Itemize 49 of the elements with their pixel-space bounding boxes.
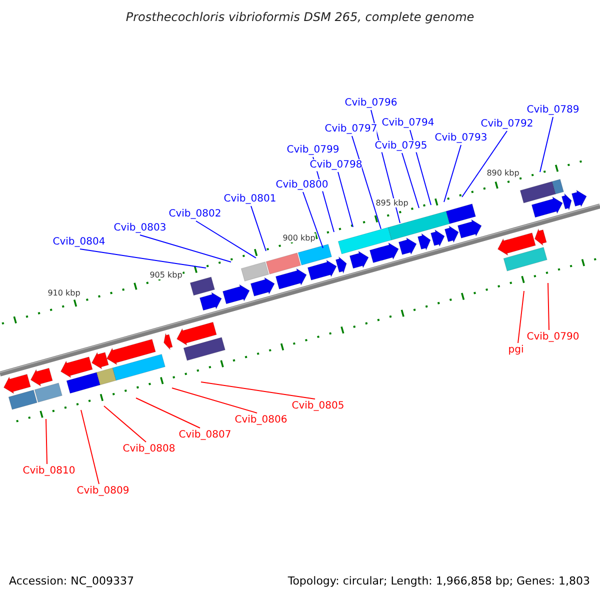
gene-label: Cvib_0796 bbox=[344, 97, 398, 109]
leader-line bbox=[302, 192, 324, 248]
scale-label: 890 kbp bbox=[486, 168, 520, 178]
gene-label: pgi bbox=[508, 344, 524, 356]
gene-label: Cvib_0806 bbox=[234, 414, 288, 426]
gene-label: Cvib_0790 bbox=[526, 331, 580, 343]
scale-label: 895 kbp bbox=[376, 198, 408, 208]
leader-line bbox=[172, 388, 258, 414]
gene-label: Cvib_0809 bbox=[76, 485, 130, 497]
gene-label: Cvib_0789 bbox=[526, 104, 580, 116]
leader-line bbox=[250, 206, 266, 252]
leader-line bbox=[548, 282, 550, 330]
gene-label: Cvib_0803 bbox=[114, 222, 166, 234]
gene-label: Cvib_0800 bbox=[276, 179, 328, 191]
diagram-title: Prosthecochloris vibrioformis DSM 265, complete genome bbox=[126, 11, 474, 25]
gene-label: Cvib_0797 bbox=[324, 123, 378, 135]
leader-line bbox=[104, 406, 146, 442]
leader-line bbox=[80, 410, 100, 484]
gene-label: Cvib_0794 bbox=[382, 117, 434, 129]
gene-label: Cvib_0792 bbox=[480, 118, 534, 130]
gene-label: Cvib_0799 bbox=[286, 144, 340, 156]
gene-label: Cvib_0805 bbox=[292, 400, 344, 412]
scale-label: 910 kbp bbox=[48, 288, 80, 298]
leader-line bbox=[338, 172, 354, 228]
leader-line bbox=[540, 116, 554, 172]
leader-line bbox=[136, 398, 200, 428]
leader-line bbox=[80, 248, 206, 268]
scale-label: 900 kbp bbox=[282, 233, 316, 243]
gene-label: Cvib_0802 bbox=[168, 208, 222, 220]
genome-stats-label: Topology: circular; Length: 1,966,858 bp; Genes: 1,803 bbox=[288, 576, 590, 588]
scale-label: 905 kbp bbox=[150, 270, 182, 280]
leader-line bbox=[462, 130, 508, 198]
leader-line bbox=[46, 418, 48, 464]
leader-line bbox=[196, 220, 256, 258]
accession-label: Accession: NC_009337 bbox=[9, 576, 134, 588]
gene-label: Cvib_0810 bbox=[22, 465, 76, 477]
leader-line bbox=[518, 290, 524, 344]
gene-label: Cvib_0798 bbox=[310, 159, 362, 171]
gene-label: Cvib_0795 bbox=[374, 140, 428, 152]
leader-line bbox=[352, 136, 382, 230]
leader-line bbox=[444, 144, 462, 202]
gene-label: Cvib_0801 bbox=[224, 193, 276, 205]
gene-label: Cvib_0807 bbox=[178, 429, 232, 441]
gene-label: Cvib_0808 bbox=[122, 443, 176, 455]
gene-label: Cvib_0804 bbox=[52, 236, 106, 248]
leader-line bbox=[140, 234, 232, 262]
leader-line bbox=[200, 382, 316, 400]
leader-line bbox=[402, 152, 420, 208]
gene-label: Cvib_0793 bbox=[434, 132, 488, 144]
